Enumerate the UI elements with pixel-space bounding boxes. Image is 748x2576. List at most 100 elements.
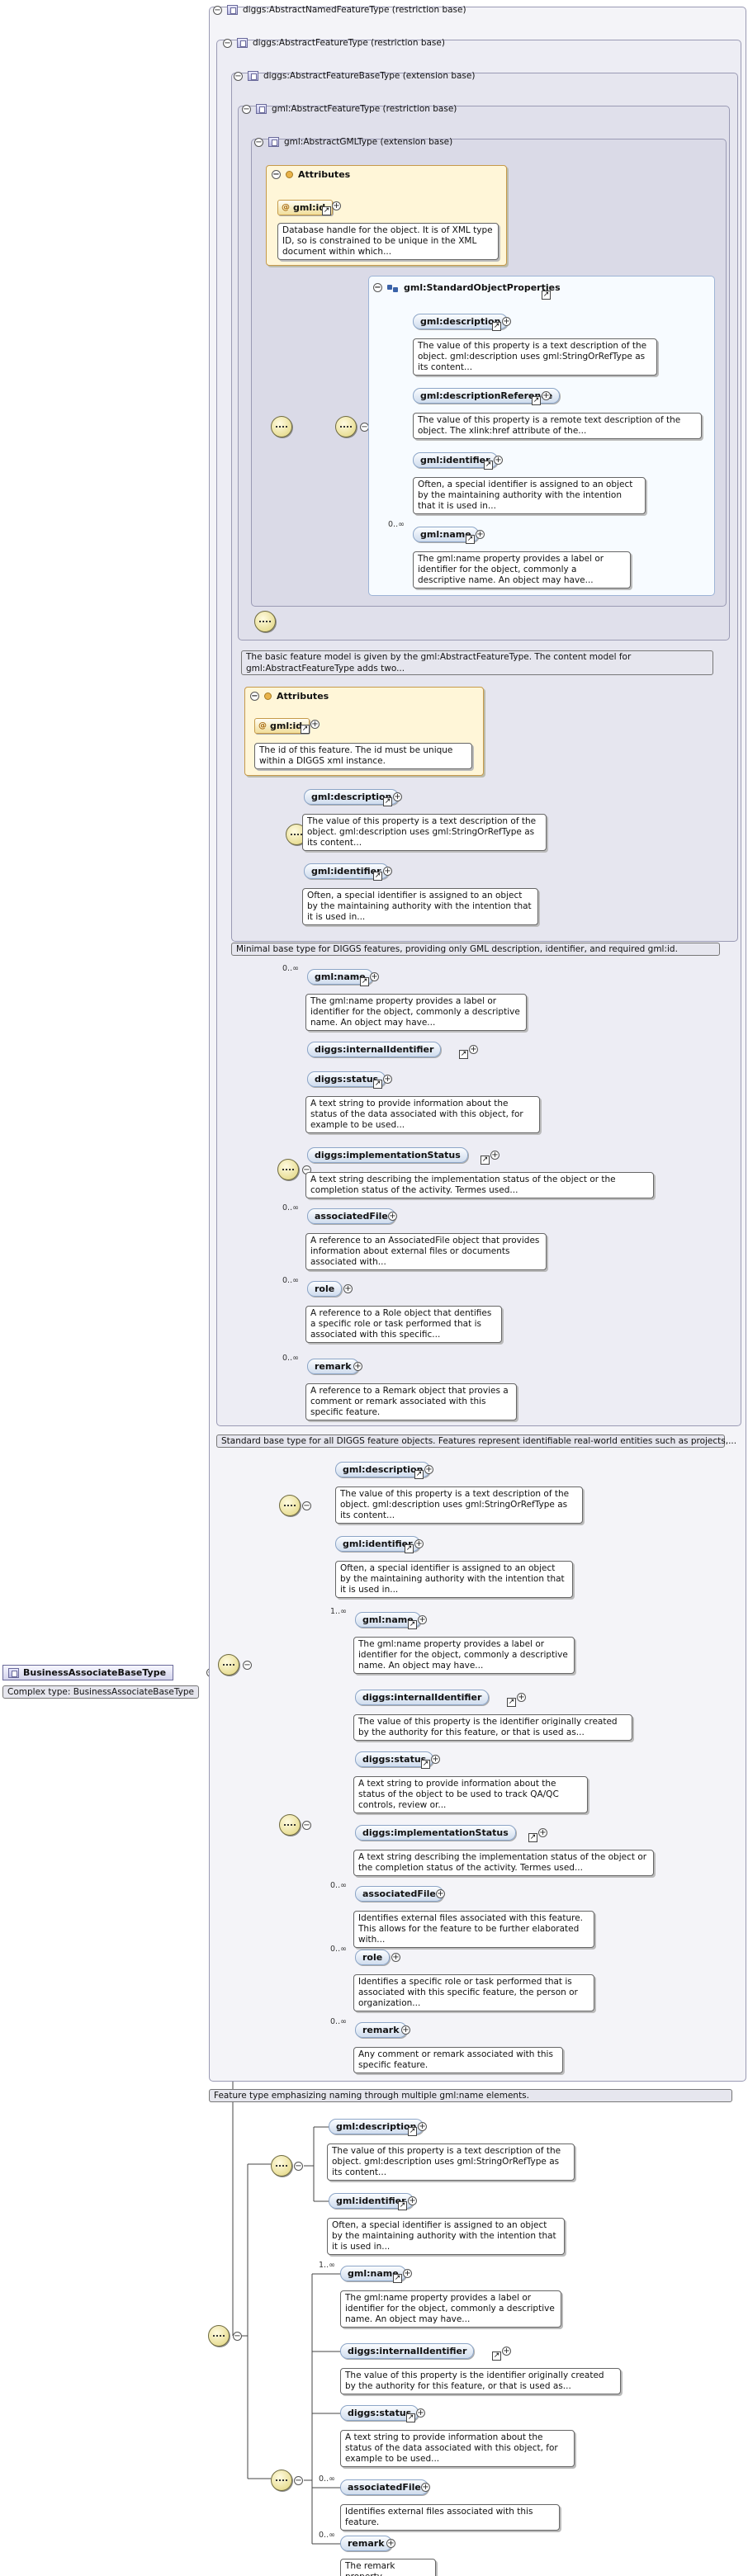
el-gml-name[interactable]: gml:name — [355, 1612, 421, 1628]
expand-plus-icon[interactable]: + — [476, 530, 485, 539]
el-diggs-implementation-status[interactable]: diggs:implementationStatus — [355, 1825, 516, 1841]
link-icon[interactable]: ↗ — [408, 1620, 417, 1629]
link-icon[interactable]: ↗ — [414, 1470, 424, 1479]
el-gml-name[interactable]: gml:name — [307, 969, 373, 985]
feature-base-type-header[interactable]: −diggs:AbstractFeatureBaseType (extensio… — [234, 71, 476, 81]
expand-plus-icon[interactable]: + — [502, 317, 511, 326]
expand-plus-icon[interactable]: + — [494, 456, 503, 465]
el-gml-identifier[interactable]: gml:identifier — [329, 2193, 414, 2209]
expand-plus-icon[interactable]: + — [469, 1045, 478, 1054]
named-feature-type-header[interactable]: −diggs:AbstractNamedFeatureType (restric… — [213, 5, 466, 15]
collapse-minus-icon[interactable]: − — [250, 692, 259, 701]
expand-plus-icon[interactable]: + — [502, 2347, 511, 2356]
el-diggs-internal-identifier[interactable]: diggs:internalIdentifier — [355, 1690, 490, 1705]
feature-type-header[interactable]: −diggs:AbstractFeatureType (restriction … — [223, 38, 445, 48]
collapse-minus-icon[interactable]: − — [294, 2162, 303, 2171]
el-gml-description[interactable]: gml:description — [304, 789, 400, 805]
link-icon[interactable]: ↗ — [301, 725, 310, 734]
expand-plus-icon[interactable]: + — [388, 1212, 397, 1221]
link-icon[interactable]: ↗ — [408, 2127, 417, 2136]
el-gml-identifier[interactable]: gml:identifier — [413, 452, 498, 468]
attr-gml-id[interactable]: gml:id — [254, 718, 310, 734]
collapse-minus-icon[interactable]: − — [254, 137, 263, 147]
el-remark[interactable]: remark — [355, 2022, 407, 2038]
expand-plus-icon[interactable]: + — [542, 391, 551, 400]
el-diggs-internal-identifier[interactable]: diggs:internalIdentifier — [340, 2343, 475, 2359]
expand-plus-icon[interactable]: + — [343, 1284, 353, 1293]
expand-plus-icon[interactable]: + — [490, 1151, 499, 1160]
sequence-compositor-icon[interactable] — [271, 2155, 292, 2177]
expand-plus-icon[interactable]: + — [403, 2269, 412, 2278]
expand-plus-icon[interactable]: + — [383, 867, 392, 876]
el-remark[interactable]: remark — [307, 1359, 359, 1374]
el-associated-file[interactable]: associatedFile — [355, 1886, 443, 1902]
expand-plus-icon[interactable]: + — [424, 1465, 433, 1474]
el-role[interactable]: role — [355, 1950, 391, 1965]
sequence-compositor-icon[interactable] — [218, 1654, 239, 1676]
expand-plus-icon[interactable]: + — [416, 2408, 425, 2418]
link-icon[interactable]: ↗ — [492, 2351, 501, 2361]
el-gml-name[interactable]: gml:name — [340, 2266, 406, 2281]
expand-plus-icon[interactable]: + — [386, 2539, 395, 2548]
sequence-compositor-icon[interactable] — [254, 611, 276, 632]
expand-plus-icon[interactable]: + — [431, 1755, 440, 1764]
expand-plus-icon[interactable]: + — [418, 2122, 427, 2131]
sequence-compositor-icon[interactable] — [335, 416, 357, 437]
el-role[interactable]: role — [307, 1281, 343, 1297]
link-icon[interactable]: ↗ — [466, 535, 475, 544]
link-icon[interactable]: ↗ — [383, 797, 392, 806]
collapse-minus-icon[interactable]: − — [294, 2476, 303, 2485]
sequence-compositor-icon[interactable] — [277, 1159, 299, 1180]
expand-plus-icon[interactable]: + — [370, 972, 379, 981]
collapse-minus-icon[interactable]: − — [373, 283, 382, 292]
el-diggs-internal-identifier[interactable]: diggs:internalIdentifier — [307, 1042, 442, 1057]
expand-plus-icon[interactable]: + — [517, 1693, 526, 1702]
el-gml-description[interactable]: gml:description — [413, 314, 509, 329]
el-gml-description[interactable]: gml:description — [335, 1462, 431, 1477]
attr-gml-id[interactable]: gml:id — [277, 200, 334, 215]
el-associated-file[interactable]: associatedFile — [340, 2479, 428, 2495]
gml-feature-type-header[interactable]: −gml:AbstractFeatureType (restriction ba… — [242, 104, 457, 114]
collapse-minus-icon[interactable]: − — [302, 1501, 311, 1510]
expand-plus-icon[interactable]: + — [393, 792, 402, 801]
root-complex-type[interactable]: BusinessAssociateBaseType — [2, 1665, 174, 1680]
gml-gml-type-header[interactable]: −gml:AbstractGMLType (extension base) — [254, 137, 453, 147]
expand-plus-icon[interactable]: + — [383, 1075, 392, 1084]
collapse-minus-icon[interactable]: − — [272, 170, 281, 179]
expand-plus-icon[interactable]: + — [421, 2483, 430, 2492]
link-icon[interactable]: ↗ — [398, 2201, 407, 2210]
expand-plus-icon[interactable]: + — [353, 1362, 362, 1371]
el-remark[interactable]: remark — [340, 2536, 392, 2551]
el-diggs-status[interactable]: diggs:status — [340, 2405, 419, 2421]
link-icon[interactable]: ↗ — [507, 1698, 516, 1707]
el-gml-description-reference[interactable]: gml:descriptionReference — [413, 388, 561, 404]
el-gml-description[interactable]: gml:description — [329, 2119, 424, 2134]
link-icon[interactable]: ↗ — [393, 2274, 402, 2283]
expand-plus-icon[interactable]: + — [332, 201, 341, 210]
link-icon[interactable]: ↗ — [492, 322, 501, 331]
sequence-compositor-icon[interactable] — [271, 416, 292, 437]
sequence-compositor-icon[interactable] — [271, 2470, 292, 2491]
el-diggs-status[interactable]: diggs:status — [307, 1071, 386, 1087]
expand-plus-icon[interactable]: + — [310, 720, 320, 729]
el-diggs-implementation-status[interactable]: diggs:implementationStatus — [307, 1147, 468, 1163]
expand-plus-icon[interactable]: + — [538, 1828, 547, 1837]
el-associated-file[interactable]: associatedFile — [307, 1208, 395, 1224]
sequence-compositor-icon[interactable] — [279, 1814, 301, 1836]
expand-plus-icon[interactable]: + — [418, 1615, 427, 1624]
expand-plus-icon[interactable]: + — [391, 1953, 400, 1962]
expand-plus-icon[interactable]: + — [408, 2196, 417, 2205]
link-icon[interactable]: ↗ — [484, 461, 493, 470]
collapse-minus-icon[interactable]: − — [234, 71, 243, 81]
link-icon[interactable]: ↗ — [421, 1760, 430, 1769]
expand-plus-icon[interactable]: + — [436, 1889, 445, 1898]
collapse-minus-icon[interactable]: − — [302, 1821, 311, 1830]
link-icon[interactable]: ↗ — [481, 1156, 490, 1165]
standard-object-properties-header[interactable]: −gml:StandardObjectProperties — [373, 282, 561, 293]
link-icon[interactable]: ↗ — [542, 291, 551, 300]
expand-plus-icon[interactable]: + — [414, 1539, 424, 1548]
expand-plus-icon[interactable]: + — [401, 2025, 410, 2035]
link-icon[interactable]: ↗ — [322, 206, 331, 215]
link-icon[interactable]: ↗ — [406, 2413, 415, 2422]
link-icon[interactable]: ↗ — [528, 1833, 537, 1842]
